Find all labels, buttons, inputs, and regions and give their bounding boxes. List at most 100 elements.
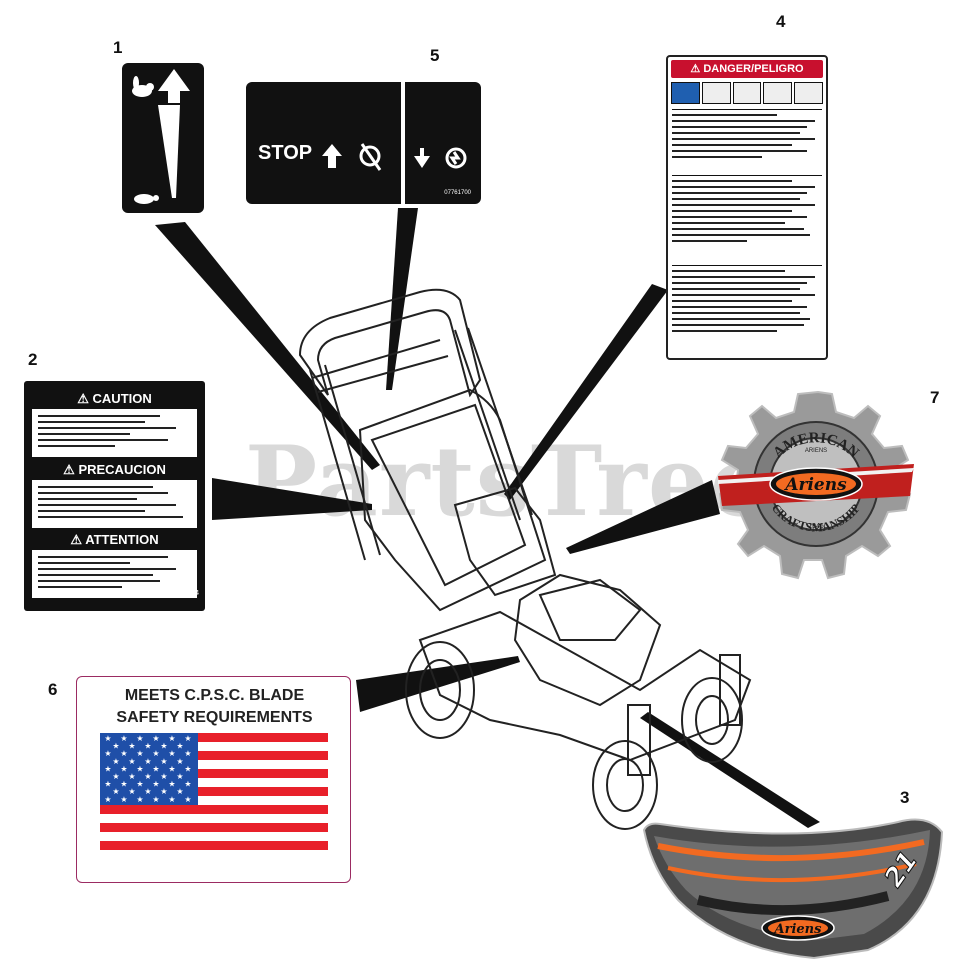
flag-star: ★ bbox=[168, 764, 175, 773]
flag-star: ★ bbox=[160, 742, 167, 751]
flag-star: ★ bbox=[112, 787, 119, 796]
badge-year: 1946 bbox=[808, 523, 824, 530]
us-flag: ★★★★★★★★★★★★★★★★★★★★★★★★★★★★★★★★★★★★★★★★… bbox=[100, 733, 328, 850]
precaucion-text-block bbox=[32, 480, 197, 528]
warning-triangle-icon: ⚠ bbox=[77, 391, 89, 406]
flag-star: ★ bbox=[112, 742, 119, 751]
precaucion-header: ⚠ PRECAUCION bbox=[24, 462, 205, 478]
warning-triangle-icon: ⚠ bbox=[70, 532, 83, 547]
danger-header: ⚠ DANGER/PELIGRO bbox=[671, 60, 823, 78]
danger-text-en bbox=[672, 109, 822, 170]
flag-star: ★ bbox=[184, 780, 191, 789]
flag-canton bbox=[100, 733, 198, 805]
decal-6-cpsc: MEETS C.P.S.C. BLADE SAFETY REQUIREMENTS… bbox=[76, 676, 351, 883]
flag-star: ★ bbox=[152, 749, 159, 758]
decal-3-brand: Ariens bbox=[773, 922, 823, 937]
decal-4-danger: ⚠ DANGER/PELIGRO bbox=[666, 55, 828, 360]
flag-star: ★ bbox=[152, 734, 159, 743]
flag-star: ★ bbox=[144, 757, 151, 766]
decal-2-code: 77284 bbox=[179, 590, 199, 597]
attention-text-block bbox=[32, 550, 197, 598]
leader-1 bbox=[155, 222, 380, 470]
flag-star: ★ bbox=[128, 742, 135, 751]
flag-star: ★ bbox=[136, 795, 143, 804]
caution-header: ⚠ CAUTION bbox=[24, 391, 205, 407]
flag-star: ★ bbox=[184, 764, 191, 773]
speed-ramp bbox=[158, 105, 180, 198]
flag-star: ★ bbox=[168, 780, 175, 789]
leader-4 bbox=[504, 284, 668, 500]
decal-5-code: 07761700 bbox=[444, 190, 471, 196]
leader-6 bbox=[356, 656, 520, 712]
flag-star: ★ bbox=[136, 749, 143, 758]
flag-star: ★ bbox=[152, 780, 159, 789]
warning-triangle-icon: ⚠ bbox=[690, 63, 701, 75]
flag-star: ★ bbox=[120, 734, 127, 743]
flag-star: ★ bbox=[176, 757, 183, 766]
callout-2: 2 bbox=[28, 350, 38, 369]
callout-5: 5 bbox=[430, 46, 440, 65]
flag-star: ★ bbox=[128, 772, 135, 781]
leader-7 bbox=[566, 480, 720, 554]
badge-mid-text: ARIENS bbox=[805, 448, 827, 454]
flag-star: ★ bbox=[104, 749, 111, 758]
flag-star: ★ bbox=[128, 787, 135, 796]
decal-7-badge: AMERICAN CRAFTSMANSHIP ARIENS Ariens 194… bbox=[718, 390, 914, 580]
flag-star: ★ bbox=[136, 764, 143, 773]
callout-7: 7 bbox=[930, 388, 940, 407]
flag-star: ★ bbox=[112, 757, 119, 766]
flag-star: ★ bbox=[168, 734, 175, 743]
caution-text-block bbox=[32, 409, 197, 457]
callout-3: 3 bbox=[900, 788, 910, 807]
flag-star: ★ bbox=[144, 742, 151, 751]
thrown-objects-icon bbox=[732, 82, 762, 104]
caution-title: CAUTION bbox=[92, 391, 152, 406]
flag-star: ★ bbox=[184, 795, 191, 804]
danger-text-fr bbox=[672, 175, 822, 261]
flag-star: ★ bbox=[184, 749, 191, 758]
flag-star: ★ bbox=[112, 772, 119, 781]
flag-star: ★ bbox=[176, 772, 183, 781]
flag-star: ★ bbox=[104, 780, 111, 789]
engine-stop-icon bbox=[359, 143, 382, 171]
flag-star: ★ bbox=[104, 795, 111, 804]
speed-icon bbox=[132, 69, 190, 204]
flag-star: ★ bbox=[176, 787, 183, 796]
decal-2-caution: ⚠ CAUTION ⚠ PRECAUCION ⚠ ATTENTION bbox=[24, 381, 205, 611]
flag-star: ★ bbox=[120, 795, 127, 804]
flag-star: ★ bbox=[144, 787, 151, 796]
danger-text-es bbox=[672, 265, 822, 356]
flag-star: ★ bbox=[144, 772, 151, 781]
flag-star: ★ bbox=[152, 764, 159, 773]
up-arrow-icon bbox=[322, 144, 342, 168]
flag-star: ★ bbox=[136, 780, 143, 789]
decal-1-speed-control bbox=[122, 63, 204, 213]
warning-triangle-icon: ⚠ bbox=[63, 462, 75, 477]
cpsc-line-2: SAFETY REQUIREMENTS bbox=[116, 709, 313, 726]
flag-star: ★ bbox=[168, 749, 175, 758]
badge-brand: Ariens bbox=[783, 475, 847, 495]
blade-hand-icon bbox=[763, 82, 793, 104]
cpsc-line-1: MEETS C.P.S.C. BLADE bbox=[124, 687, 305, 704]
flag-star: ★ bbox=[120, 780, 127, 789]
flag-star: ★ bbox=[152, 795, 159, 804]
up-arrow-icon bbox=[158, 69, 190, 103]
flag-star: ★ bbox=[120, 764, 127, 773]
attention-title: ATTENTION bbox=[85, 532, 159, 547]
flag-stars: ★★★★★★★★★★★★★★★★★★★★★★★★★★★★★★★★★★★★★★★★… bbox=[104, 734, 191, 804]
callout-1: 1 bbox=[113, 38, 123, 57]
flag-star: ★ bbox=[128, 757, 135, 766]
down-arrow-icon bbox=[414, 148, 430, 168]
flag-star: ★ bbox=[160, 787, 167, 796]
decal-3-curved: 21 Ariens bbox=[642, 818, 944, 960]
leader-5 bbox=[386, 208, 418, 390]
bystander-icon bbox=[701, 82, 731, 104]
leader-2 bbox=[212, 478, 372, 520]
rabbit-icon bbox=[132, 76, 154, 97]
engine-run-icon bbox=[445, 147, 467, 169]
flag-star: ★ bbox=[160, 772, 167, 781]
read-manual-icon bbox=[671, 82, 700, 104]
decal-5-divider bbox=[401, 82, 405, 204]
